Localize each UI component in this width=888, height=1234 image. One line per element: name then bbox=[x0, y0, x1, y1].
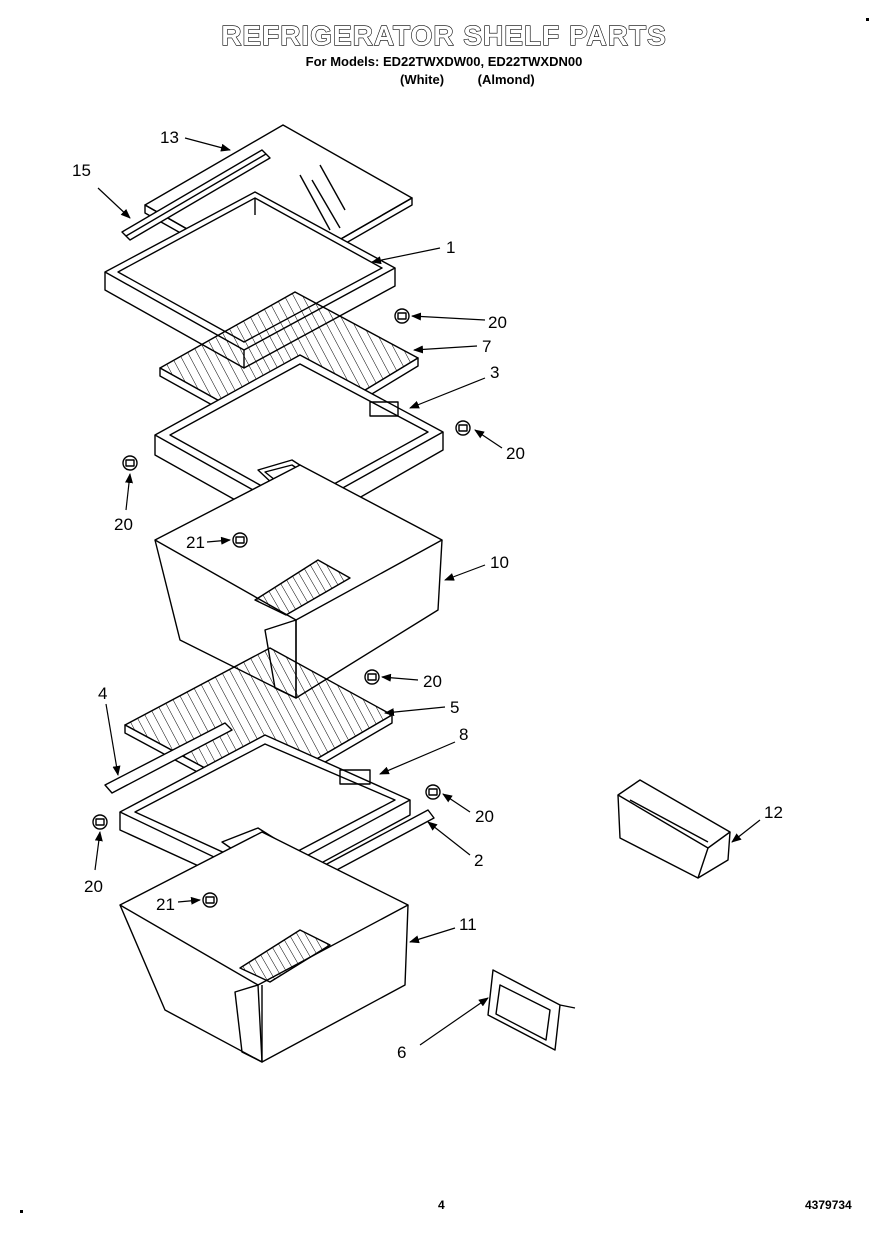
leader-8 bbox=[379, 741, 456, 775]
registration-mark bbox=[20, 1210, 23, 1213]
leader-3 bbox=[409, 377, 486, 409]
leader-20c bbox=[125, 473, 133, 511]
rail-part-4 bbox=[104, 722, 233, 794]
crisper-drawer-part-10 bbox=[154, 464, 443, 699]
callout-20: 20 bbox=[84, 877, 103, 896]
leader-21b bbox=[177, 896, 201, 905]
callout-20: 20 bbox=[423, 672, 442, 691]
leader-21a bbox=[206, 536, 231, 545]
leader-20f bbox=[94, 831, 103, 871]
fastener-icon bbox=[202, 892, 218, 908]
trim-strip-part-15 bbox=[121, 149, 271, 241]
callout-10: 10 bbox=[490, 553, 509, 572]
leader-1 bbox=[371, 247, 441, 265]
leader-20d bbox=[381, 673, 419, 682]
callout-20: 20 bbox=[114, 515, 133, 534]
callout-5: 5 bbox=[450, 698, 459, 717]
leader-15 bbox=[97, 187, 131, 219]
fastener-icon bbox=[455, 420, 471, 436]
callout-2: 2 bbox=[474, 851, 483, 870]
callout-20: 20 bbox=[475, 807, 494, 826]
variant-white: (White) bbox=[400, 72, 445, 87]
crisper-cover-frame-part-8 bbox=[119, 734, 411, 896]
leader-11 bbox=[409, 927, 456, 944]
fastener-icon bbox=[232, 532, 248, 548]
page-number: 4 bbox=[438, 1198, 445, 1212]
leader-13 bbox=[184, 137, 231, 152]
color-variants: (White) (Almond) bbox=[400, 72, 535, 87]
callout-13: 13 bbox=[160, 128, 179, 147]
crisper-drawer-part-11 bbox=[119, 831, 409, 1063]
callout-7: 7 bbox=[482, 337, 491, 356]
model-numbers: For Models: ED22TWXDW00, ED22TWXDN00 bbox=[305, 54, 583, 69]
callout-1: 1 bbox=[446, 238, 455, 257]
callout-20: 20 bbox=[506, 444, 525, 463]
leader-6 bbox=[419, 997, 489, 1046]
callout-6: 6 bbox=[397, 1043, 406, 1062]
fastener-icon bbox=[364, 669, 380, 685]
leader-12 bbox=[731, 819, 761, 843]
callout-labels: 13 15 1 20 7 3 20 20 21 10 20 4 5 8 20 2… bbox=[72, 128, 783, 1062]
fastener-glyphs bbox=[92, 308, 471, 908]
registration-mark bbox=[866, 18, 869, 21]
leader-10 bbox=[444, 564, 486, 581]
callout-11: 11 bbox=[459, 915, 477, 934]
leader-4 bbox=[105, 703, 121, 776]
callout-4: 4 bbox=[98, 684, 107, 703]
leader-20e bbox=[442, 793, 471, 813]
fastener-icon bbox=[122, 455, 138, 471]
leader-20b bbox=[474, 429, 503, 449]
variant-almond: (Almond) bbox=[477, 72, 535, 87]
fastener-icon bbox=[394, 308, 410, 324]
leader-5 bbox=[384, 706, 446, 717]
leader-20a bbox=[411, 312, 486, 321]
callout-12: 12 bbox=[764, 803, 783, 822]
callout-15: 15 bbox=[72, 161, 91, 180]
callout-21: 21 bbox=[186, 533, 205, 552]
document-number: 4379734 bbox=[805, 1198, 852, 1212]
fastener-icon bbox=[425, 784, 441, 800]
fastener-icon bbox=[92, 814, 108, 830]
leader-7 bbox=[413, 345, 478, 354]
bin-part-12 bbox=[617, 779, 731, 879]
callout-20: 20 bbox=[488, 313, 507, 332]
callout-21: 21 bbox=[156, 895, 175, 914]
label-plate-part-6 bbox=[487, 969, 576, 1051]
page-title: REFRIGERATOR SHELF PARTS bbox=[221, 19, 667, 51]
leader-lines bbox=[94, 137, 761, 1046]
callout-8: 8 bbox=[459, 725, 468, 744]
callout-3: 3 bbox=[490, 363, 499, 382]
leader-2 bbox=[427, 821, 471, 856]
